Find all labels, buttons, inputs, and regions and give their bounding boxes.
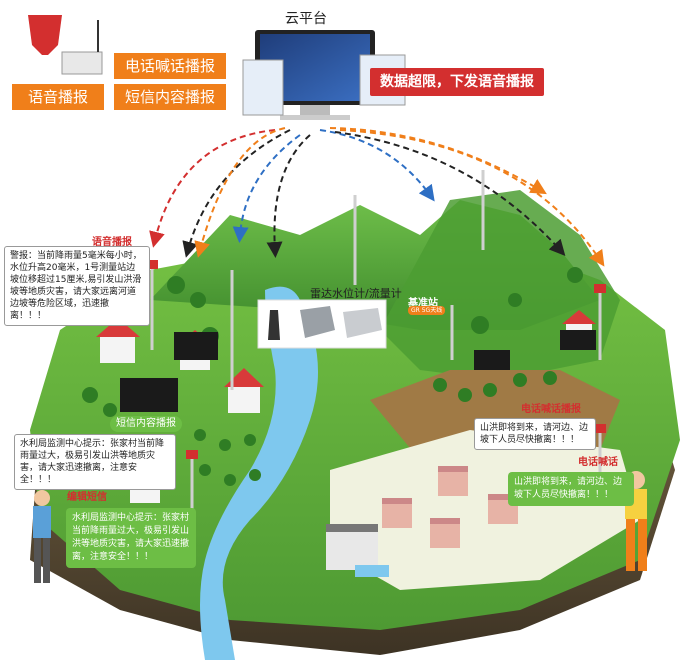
flood-warning-bubble: 山洪即将到来，请河边、边坡下人员尽快撤离！！！ <box>474 418 596 450</box>
water-bureau-bubble-2: 水利局监测中心提示：张家村当前降雨量过大，极易引发山洪等地质灾害，请大家迅速撤离… <box>66 508 196 568</box>
base-station-tag: GR 5G天线 <box>408 306 446 315</box>
person-left <box>33 490 51 583</box>
led-boards <box>120 330 596 412</box>
cloud-alert-label: 数据超限，下发语音播报 <box>370 68 544 96</box>
phone-call-tag: 电话喊话 <box>578 457 618 468</box>
water-bureau-bubble-1: 水利局监测中心提示：张家村当前降雨量过大，极易引发山洪等地质灾害，请大家迅速撤离… <box>14 434 176 490</box>
data-flow-arrows <box>149 127 605 267</box>
flood-phone-bubble: 山洪即将到来，请河边、边坡下人员尽快撤离！！！ <box>508 472 634 506</box>
warning-bubble: 警报：当前降雨量5毫米每小时，水位升高20毫米，1号测量站边坡位移超过15厘米,… <box>4 246 150 326</box>
voice-button[interactable]: 语音播报 <box>12 84 104 110</box>
base-station-title: 基准站 <box>408 298 438 309</box>
radar-sensors <box>257 299 387 349</box>
gateway-device-icon <box>28 15 103 75</box>
radar-title: 雷达水位计/流量计 <box>310 287 402 300</box>
phone-shout-button[interactable]: 电话喊话播报 <box>114 53 226 79</box>
cloud-platform-title: 云平台 <box>285 11 327 27</box>
edit-sms-tag: 编辑短信 <box>67 492 107 503</box>
phone-broadcast-tag: 电话喊话播报 <box>521 404 581 415</box>
cloud-monitor-icon <box>242 30 406 120</box>
trees <box>82 267 583 486</box>
sms-button[interactable]: 短信内容播报 <box>114 84 226 110</box>
loudspeaker-icon <box>146 260 606 459</box>
voice-tag: 语音播报 <box>92 237 132 248</box>
sms-display-tag: 短信内容播报 <box>110 416 182 432</box>
village-field <box>330 430 640 590</box>
